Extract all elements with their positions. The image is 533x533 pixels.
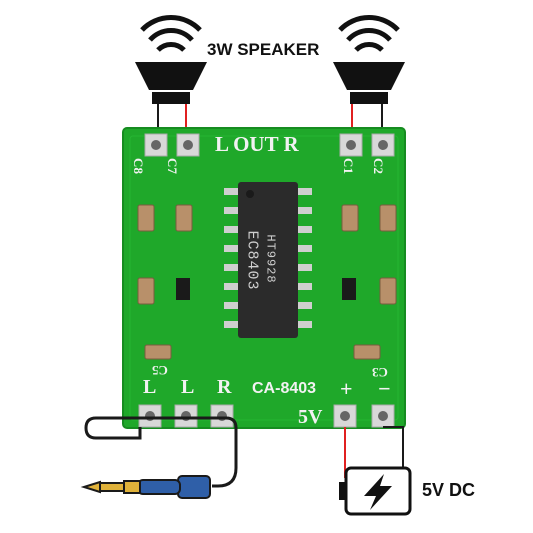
- cap-label-c8: C8: [130, 158, 146, 174]
- voltage-label: 5V: [298, 406, 323, 428]
- output-label: L OUT R: [215, 132, 299, 156]
- chip-pin: [224, 188, 238, 195]
- chip-pin: [224, 302, 238, 309]
- chip-pin: [298, 283, 312, 290]
- chip-pin: [298, 188, 312, 195]
- chip-pin: [298, 226, 312, 233]
- output-pads: [144, 133, 395, 157]
- cap-label-c7: C7: [164, 158, 180, 174]
- chip-pin: [224, 207, 238, 214]
- chip-pin: [298, 302, 312, 309]
- speaker-icon-left: [135, 15, 207, 104]
- model-label: CA-8403: [252, 380, 317, 397]
- amplifier-chip: [224, 182, 312, 338]
- chip-pin: [298, 321, 312, 328]
- chip-pin: [224, 226, 238, 233]
- minus-label: −: [378, 376, 391, 401]
- lightning-bolt-icon: [339, 466, 412, 516]
- chip-pin: [298, 245, 312, 252]
- chip-pin: [224, 321, 238, 328]
- chip-pin: [224, 264, 238, 271]
- chip-text-line1: EC8403: [243, 230, 261, 291]
- speaker-icon-right: [333, 15, 405, 104]
- cap-label-c3: C3: [372, 365, 388, 380]
- cap-label-c2: C2: [370, 158, 386, 174]
- input-ground-label: L: [181, 376, 195, 398]
- capacitors: [137, 204, 397, 360]
- input-pads: [138, 404, 395, 428]
- chip-pin: [224, 245, 238, 252]
- speaker-title: 3W SPEAKER: [207, 40, 320, 59]
- chip-text-line2: HT9928: [263, 234, 278, 284]
- input-left-label: L: [143, 376, 157, 398]
- cap-label-c5: C5: [152, 363, 168, 378]
- chip-pin: [224, 283, 238, 290]
- audio-jack-icon: [80, 416, 238, 499]
- chip-pin: [298, 264, 312, 271]
- power-label: 5V DC: [422, 480, 476, 500]
- power-wires: [344, 426, 404, 478]
- cap-label-c1: C1: [340, 158, 356, 174]
- chip-pin: [298, 207, 312, 214]
- input-right-label: R: [217, 376, 232, 398]
- plus-label: +: [340, 376, 353, 401]
